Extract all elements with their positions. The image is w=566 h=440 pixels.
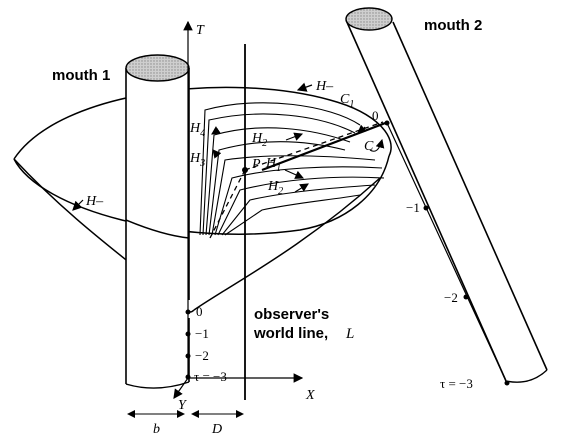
arrow-h2-lower xyxy=(294,183,309,193)
mouth-2-tick-label-m2: −2 xyxy=(444,290,458,305)
label-observer-line-1: observer's xyxy=(254,306,329,323)
curve-h3-b xyxy=(208,141,346,236)
mouth-2-edge-right xyxy=(392,21,548,371)
label-c: C xyxy=(364,139,374,154)
mouth-1-tick-label-0: 0 xyxy=(196,304,203,319)
mouth-2-edge-left xyxy=(345,19,507,382)
mouth-2-tick-m1-dot xyxy=(423,205,429,211)
label-p: P xyxy=(251,157,261,172)
cone-rim-bottom xyxy=(13,155,390,235)
label-observer-l: L xyxy=(345,326,354,342)
mouth-2-tick-label-m1: −1 xyxy=(406,200,420,215)
label-axis-t: T xyxy=(196,23,205,38)
cone-side-right xyxy=(193,177,381,311)
arrow-h2-upper xyxy=(285,132,304,141)
label-h2-upper: H2 xyxy=(251,131,267,149)
mouth-1-tick-label-m1: −1 xyxy=(195,326,209,341)
light-cone xyxy=(13,86,392,313)
label-observer-line-2: world line, xyxy=(253,325,328,342)
mouth-2-cylinder xyxy=(345,7,548,386)
curve-c xyxy=(261,120,389,172)
cone-rim-top xyxy=(13,86,392,160)
mouth-1-bottom-cap xyxy=(125,381,190,389)
curve-h4-outer xyxy=(199,102,361,236)
mouth-2-tick-m2-dot xyxy=(463,294,469,300)
mouth-1-opening xyxy=(125,54,190,82)
horizon-generators xyxy=(199,102,385,236)
curve-h4-inner xyxy=(202,113,356,236)
label-axis-y: Y xyxy=(178,398,188,413)
label-mouth-1: mouth 1 xyxy=(52,67,110,84)
cone-rim-front-over-mouth xyxy=(125,219,190,239)
arrow-h3 xyxy=(212,149,222,159)
label-h4: H4 xyxy=(189,121,205,139)
mouth-2-tick-label-m3: τ = −3 xyxy=(440,376,473,391)
label-h-minus-left: H– xyxy=(85,194,104,209)
event-p-dot xyxy=(242,167,248,173)
label-h2-lower: H2 xyxy=(267,179,283,197)
mouth-2-tick-label-0: 0 xyxy=(372,108,379,123)
label-d: D xyxy=(211,422,222,437)
curve-h2-b xyxy=(217,176,385,236)
curve-h1-a xyxy=(211,155,376,236)
arrow-c1 xyxy=(357,124,367,134)
arrow-h1 xyxy=(284,169,305,179)
mouth-2-tick-m3-dot xyxy=(504,380,510,386)
mouth-1-cylinder xyxy=(125,54,191,389)
mouth-1-tick-label-m2: −2 xyxy=(195,348,209,363)
mouth-2-bottom-cap xyxy=(505,369,548,383)
label-h1: H1 xyxy=(265,156,281,174)
mouth-1-tick-label-m3: τ = −3 xyxy=(194,369,227,384)
label-b: b xyxy=(153,422,160,437)
arrow-h-minus-top xyxy=(296,82,313,92)
mouth-2-world-line xyxy=(386,122,508,384)
label-h3: H3 xyxy=(189,151,205,169)
label-axis-x: X xyxy=(305,388,315,403)
arrow-h-minus-left xyxy=(72,199,84,211)
text-labels: mouth 1 mouth 2 T X Y observer's world l… xyxy=(52,17,482,437)
mouth-2-opening xyxy=(345,7,393,31)
arrow-h4 xyxy=(211,126,221,135)
curve-h2-a xyxy=(214,166,383,236)
curve-h2-d xyxy=(224,194,361,236)
label-mouth-2: mouth 2 xyxy=(424,17,482,34)
y-axis xyxy=(173,377,189,399)
label-h-minus-top: H– xyxy=(315,79,334,94)
arrow-c xyxy=(369,138,385,152)
dashed-line-past xyxy=(209,169,246,239)
label-c1: C1 xyxy=(340,92,354,110)
